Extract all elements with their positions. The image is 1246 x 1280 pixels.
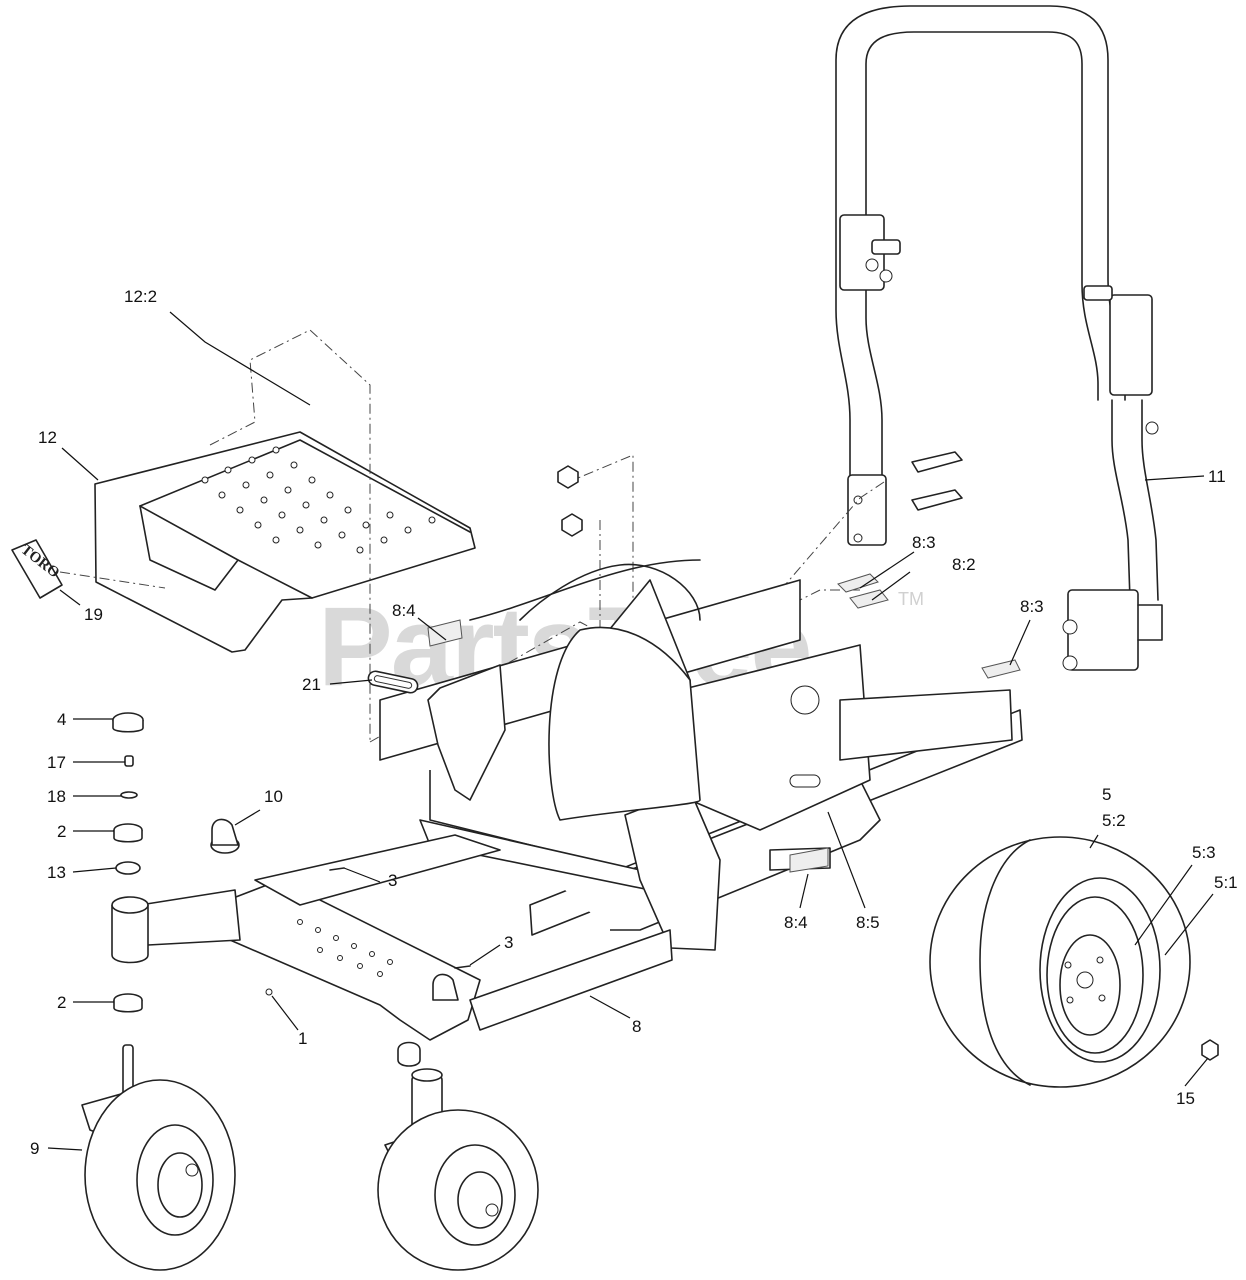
callout-labels: 12:2 12 19 21 8:4 8:3 8:2 8:3 11 4 17 18…	[30, 287, 1238, 1158]
callout-12-2: 12:2	[124, 287, 157, 306]
front-caster-right	[377, 1068, 539, 1271]
callout-10: 10	[264, 787, 283, 806]
callout-3a: 3	[388, 871, 397, 890]
decal-8-3b	[981, 659, 1021, 679]
callout-5-2: 5:2	[1102, 811, 1126, 830]
callout-9: 9	[30, 1139, 39, 1158]
front-caster-left	[81, 1044, 236, 1271]
toro-emblem: TORO	[11, 539, 63, 599]
footrest-pan	[94, 431, 476, 653]
footrest-holes	[201, 446, 436, 554]
callout-8: 8	[632, 1017, 641, 1036]
callout-8-4b: 8:4	[784, 913, 808, 932]
callout-11: 11	[1208, 467, 1226, 486]
rear-tire-left-outline	[519, 563, 701, 621]
leader-lines	[47, 311, 1214, 1151]
callout-21: 21	[302, 675, 321, 694]
callout-18: 18	[47, 787, 66, 806]
callout-4: 4	[57, 710, 66, 729]
nut-upper	[557, 465, 579, 489]
strap	[367, 670, 419, 694]
callout-8-3b: 8:3	[1020, 597, 1044, 616]
roll-bar	[835, 5, 1163, 671]
callout-3b: 3	[504, 933, 513, 952]
callout-19: 19	[84, 605, 103, 624]
callout-5-3: 5:3	[1192, 843, 1216, 862]
decal-8-4a	[427, 619, 463, 647]
callout-12: 12	[38, 428, 57, 447]
caster-hardware	[111, 712, 471, 1067]
callout-8-5: 8:5	[856, 913, 880, 932]
watermark-trademark: TM	[898, 589, 924, 609]
callout-17: 17	[47, 753, 66, 772]
callout-2a: 2	[57, 822, 66, 841]
callout-2b: 2	[57, 993, 66, 1012]
nut-lower	[561, 513, 583, 537]
callout-13: 13	[47, 863, 66, 882]
callout-5-1: 5:1	[1214, 873, 1238, 892]
callout-1: 1	[298, 1029, 307, 1048]
decal-8-3a	[837, 573, 879, 593]
callout-8-2: 8:2	[952, 555, 976, 574]
callout-8-3a: 8:3	[912, 533, 936, 552]
decal-8-4b	[789, 847, 829, 873]
rear-wheel	[929, 836, 1219, 1088]
callout-15: 15	[1176, 1089, 1195, 1108]
frame-holes	[297, 919, 393, 977]
main-frame	[139, 559, 1023, 1041]
callout-5: 5	[1102, 785, 1111, 804]
callout-8-4a: 8:4	[392, 601, 416, 620]
